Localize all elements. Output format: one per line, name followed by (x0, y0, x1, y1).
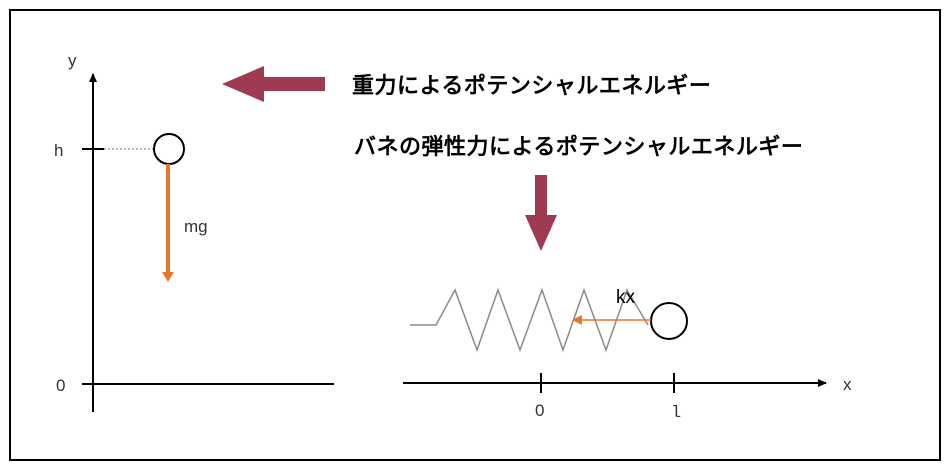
diagram-frame (9, 9, 941, 461)
origin-label-right: 0 (535, 401, 544, 420)
y-axis-label: y (68, 51, 77, 70)
mg-arrow-head (162, 272, 174, 282)
gravity-energy-label: 重力によるポテンシャルエネルギー (352, 74, 712, 99)
mg-label: mg (184, 217, 208, 236)
kx-label: kx (616, 287, 636, 308)
origin-label-left: 0 (56, 376, 65, 395)
h-label: h (54, 141, 63, 160)
falling-ball (153, 133, 185, 165)
spring-coil (410, 287, 649, 353)
x-axis-label: x (843, 375, 852, 394)
spring-pointer-arrow (525, 175, 557, 251)
spring-energy-label: バネの弾性力によるポテンシャルエネルギー (354, 135, 804, 160)
l-label: l (671, 404, 681, 423)
kx-arrow-head (572, 315, 582, 325)
gravity-pointer-arrow (222, 66, 325, 102)
spring-ball (650, 302, 688, 340)
